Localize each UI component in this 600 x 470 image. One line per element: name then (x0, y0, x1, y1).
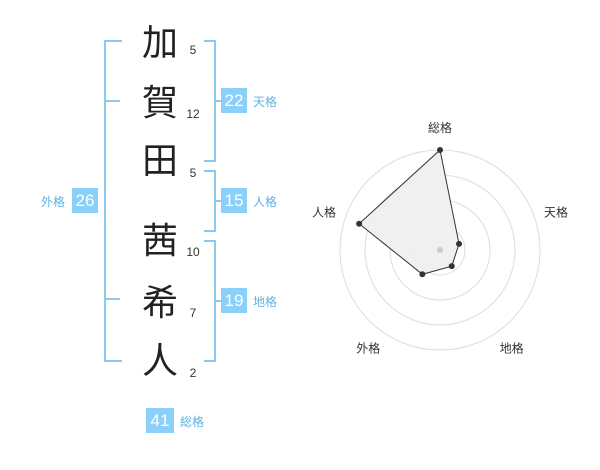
soukaku-label: 総格 (180, 415, 205, 429)
radar-point (419, 271, 426, 278)
gaikaku-bracket-tick (106, 298, 120, 300)
name-char-6: 人 (141, 341, 178, 382)
radar-axis-label: 地格 (500, 341, 524, 356)
radar-series-area (358, 149, 460, 275)
radar-point (448, 263, 455, 270)
name-char-3: 田 (141, 141, 178, 182)
radar-point (437, 147, 443, 153)
stroke-count-6: 2 (189, 366, 197, 380)
stroke-count-5: 7 (189, 306, 197, 320)
gaikaku-label: 外格 (41, 195, 66, 209)
radar-point (356, 220, 363, 227)
name-char-5: 希 (141, 283, 178, 324)
jinkaku-label: 人格 (253, 195, 278, 209)
radar-axis-label: 外格 (356, 341, 380, 356)
name-char-4: 茜 (141, 221, 178, 262)
name-char-2: 賀 (141, 83, 178, 124)
tenkaku-label: 天格 (253, 95, 278, 109)
tenkaku-bracket-connector (214, 100, 224, 102)
radar-point (456, 240, 463, 247)
radar-center-dot (437, 247, 443, 253)
gaikaku-value-badge: 26 (72, 188, 98, 213)
tenkaku-value-badge: 22 (221, 88, 247, 113)
chikaku-value-badge: 19 (221, 288, 247, 313)
stroke-count-4: 10 (186, 245, 200, 259)
gaikaku-bracket-tick (106, 100, 120, 102)
gaikaku-bracket (104, 40, 122, 362)
jinkaku-value-badge: 15 (221, 188, 247, 213)
stroke-count-3: 5 (189, 166, 197, 180)
stroke-count-1: 5 (189, 43, 197, 57)
jinkaku-bracket-connector (214, 200, 224, 202)
radar-axis-label: 天格 (544, 204, 568, 219)
stroke-count-2: 12 (186, 107, 200, 121)
chikaku-label: 地格 (253, 295, 278, 309)
soukaku-value-badge: 41 (146, 408, 174, 433)
radar-axis-label: 総格 (428, 120, 452, 135)
chikaku-bracket-connector (214, 300, 224, 302)
radar-axis-label: 人格 (312, 204, 336, 219)
name-char-1: 加 (141, 23, 178, 64)
